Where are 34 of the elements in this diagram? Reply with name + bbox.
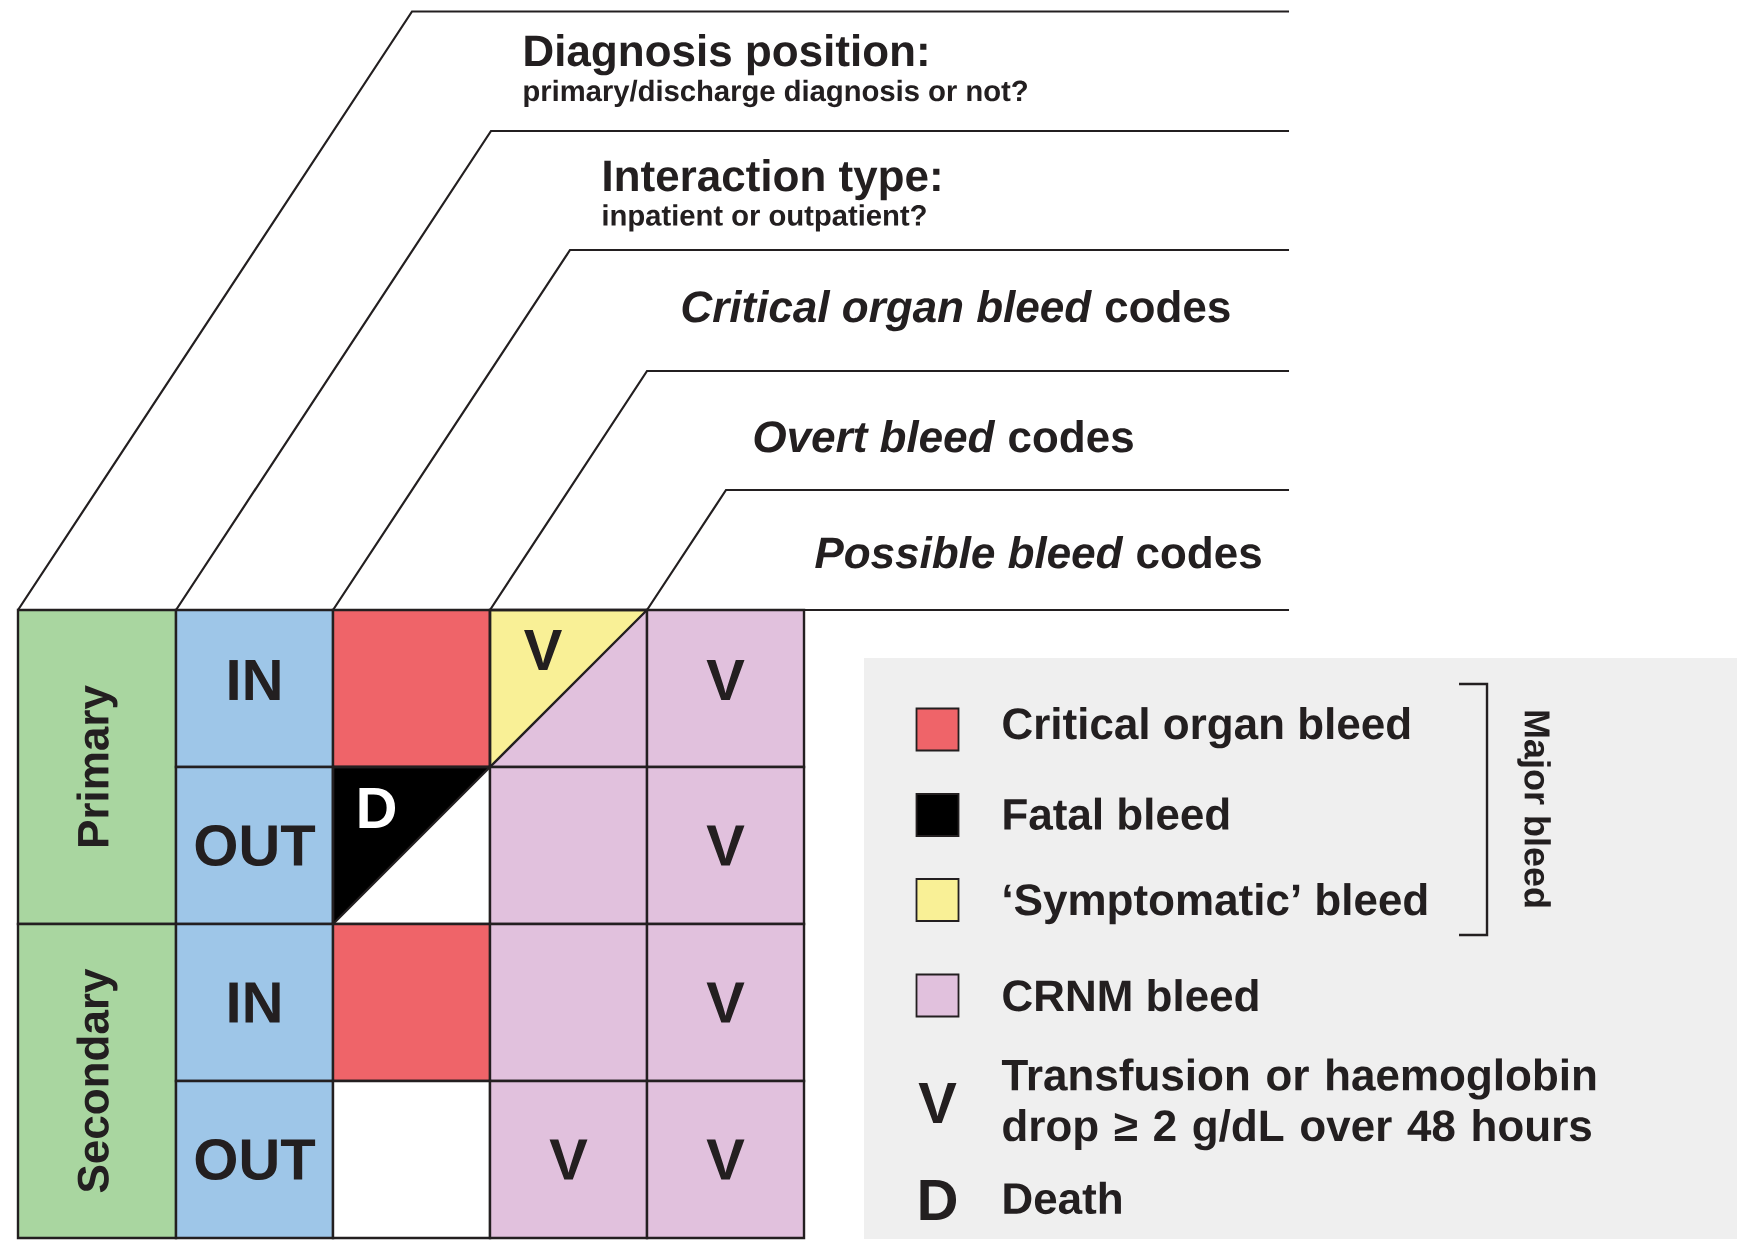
grid-cell: V <box>645 1079 806 1240</box>
split-cell: D <box>331 765 492 926</box>
legend-label: CRNM bleed <box>1003 979 1258 1012</box>
grid-cell <box>331 922 492 1083</box>
legend-symbol: D <box>920 1180 957 1220</box>
grid-cell <box>488 922 649 1083</box>
row-header-cell: IN <box>174 608 335 769</box>
legend-label: Transfusion or haemoglobin drop ≥ 2 g/dL over 48 hours <box>1001 1058 1596 1151</box>
row-header-cell: IN <box>174 922 335 1083</box>
legend-label: Fatal bleed <box>1004 797 1229 830</box>
grid-cell: V <box>645 608 806 769</box>
header-title: Interaction type: <box>604 159 940 201</box>
legend-symbol: V <box>918 1083 957 1123</box>
column-header: Overt bleed codes <box>754 420 1133 453</box>
header-title: Diagnosis position: <box>525 34 927 76</box>
row-group-cell: Primary <box>16 608 178 926</box>
row-group-cell: Secondary <box>16 922 178 1240</box>
grid-cell: V <box>645 922 806 1083</box>
grid-cell <box>488 765 649 926</box>
split-cell: V <box>488 608 649 769</box>
header-subtitle: inpatient or outpatient? <box>603 204 926 232</box>
bracket-label: Major bleed <box>1517 711 1551 907</box>
header-subtitle: primary/discharge diagnosis or not? <box>524 79 1027 108</box>
legend-label: ‘Symptomatic’ bleed <box>1004 883 1427 925</box>
column-header: Possible bleed codes <box>815 536 1261 569</box>
row-header-cell: OUT <box>174 1079 335 1240</box>
column-header: Critical organ bleed codes <box>682 290 1230 332</box>
legend-label: Death <box>1004 1181 1121 1215</box>
row-header-cell: OUT <box>174 765 335 926</box>
legend-label: Critical organ bleed <box>1003 707 1410 749</box>
grid-cell <box>331 608 492 769</box>
grid-cell <box>331 1079 492 1240</box>
grid-cell: V <box>645 765 806 926</box>
grid-cell: V <box>488 1079 649 1240</box>
